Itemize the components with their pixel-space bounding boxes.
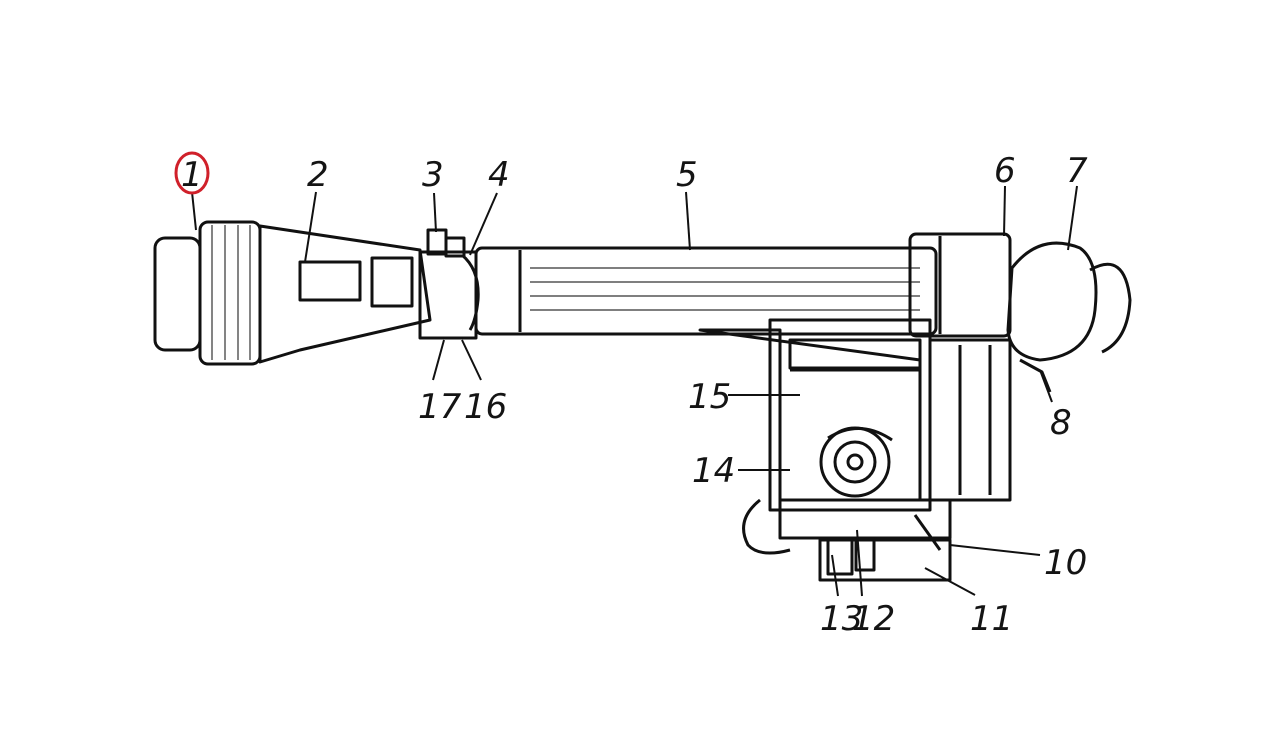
highlight-ring (174, 151, 210, 195)
eyecup (1006, 241, 1132, 362)
main-tube (474, 246, 938, 336)
control-box (698, 318, 1012, 512)
callout-2: 2 (307, 155, 329, 195)
callout-17: 17 (418, 387, 462, 427)
callout-8: 8 (1050, 403, 1072, 443)
leader-lines (191, 185, 1078, 597)
callout-14: 14 (692, 451, 735, 491)
mount-base (742, 498, 952, 582)
callout-13: 13 (820, 599, 863, 639)
callout-15: 15 (688, 377, 731, 417)
callout-16: 16 (464, 387, 507, 427)
callout-10: 10 (1044, 543, 1087, 583)
objective-cap (153, 220, 262, 366)
eyepiece-lever (1019, 358, 1052, 393)
adjustment-knob (819, 426, 893, 498)
callout-7: 7 (1066, 151, 1088, 191)
callout-6: 6 (994, 151, 1016, 191)
callout-3: 3 (422, 155, 444, 195)
callout-12: 12 (852, 599, 895, 639)
callout-4: 4 (488, 155, 510, 195)
objective-cone (258, 224, 432, 364)
callout-1: 1 (181, 155, 203, 195)
callout-11: 11 (970, 599, 1013, 639)
callout-5: 5 (676, 155, 698, 195)
